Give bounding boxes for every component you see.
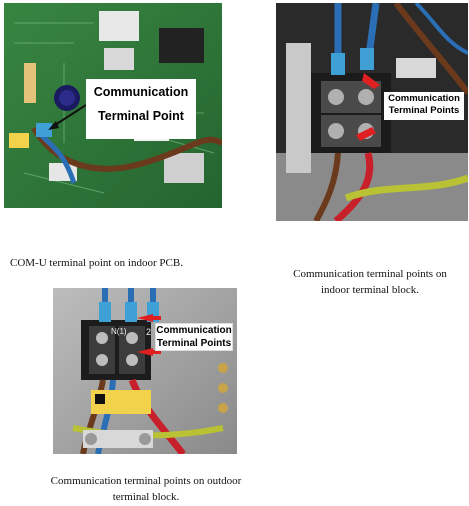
outdoor-terminal-block-photo: [53, 288, 237, 454]
outdoor-block-caption: Communication terminal points on outdoor…: [50, 475, 242, 503]
outdoor-block-callout-line2: Terminal Points: [156, 337, 232, 349]
indoor-block-callout-line1: Communication: [388, 93, 460, 104]
indoor-block-caption: Communication terminal points on indoor …: [293, 268, 447, 296]
outdoor-terminal-mark-2: 2: [146, 327, 152, 337]
pcb-caption: COM-U terminal point on indoor PCB.: [10, 257, 183, 269]
outdoor-block-callout-label: Communication Terminal Points: [155, 323, 233, 351]
pcb-callout-line2: Terminal Point: [98, 108, 184, 123]
pcb-callout-label: Communication Terminal Point: [86, 79, 196, 139]
pcb-callout-line1: Communication: [93, 85, 189, 99]
outdoor-terminal-block-image: [53, 288, 237, 454]
indoor-block-callout-line2: Terminal Points: [388, 104, 460, 116]
outdoor-terminal-mark-n1: N(1): [111, 327, 127, 336]
outdoor-block-callout-line1: Communication: [156, 325, 232, 336]
indoor-block-callout-label: Communication Terminal Points: [384, 92, 464, 120]
